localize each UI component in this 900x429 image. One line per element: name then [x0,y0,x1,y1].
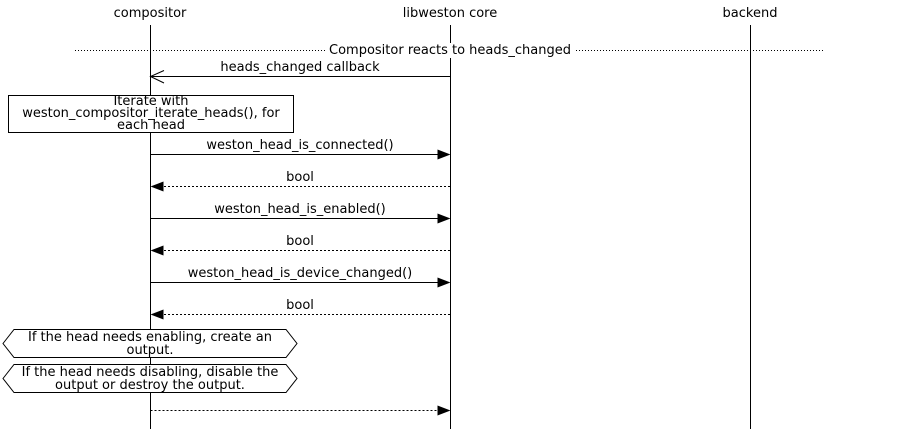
filled-arrowhead-right-icon [437,213,451,224]
actor-label-compositor: compositor [113,6,187,21]
message-label-head-is-connected: weston_head_is_connected() [206,138,394,153]
actor-label-libweston-core: libweston core [402,6,498,21]
condition-shape-enabling [2,329,298,358]
note-iterate-heads: Iterate with weston_compositor_iterate_h… [8,95,294,133]
message-label-bool-device-changed: bool [286,298,314,313]
condition-shape-disabling [2,364,298,393]
condition-label-enabling: If the head needs enabling, create an ou… [27,329,273,358]
actor-label-backend: backend [722,6,778,21]
filled-arrowhead-left-icon [150,181,164,192]
divider-label: Compositor reacts to heads_changed [326,43,574,58]
condition-label-disabling: If the head needs disabling, disable the… [21,364,279,393]
message-label-bool-enabled: bool [286,234,314,249]
filled-arrowhead-right-icon [437,405,451,416]
filled-arrowhead-right-icon [437,149,451,160]
message-label-head-is-device-changed: weston_head_is_device_changed() [187,266,413,281]
filled-arrowhead-left-icon [150,245,164,256]
message-label-bool-connected: bool [286,170,314,185]
message-label-heads-changed-callback: heads_changed callback [220,60,380,75]
filled-arrowhead-right-icon [437,277,451,288]
message-label-head-is-enabled: weston_head_is_enabled() [214,202,386,217]
open-arrowhead-left-icon [149,70,165,84]
filled-arrowhead-left-icon [150,309,164,320]
